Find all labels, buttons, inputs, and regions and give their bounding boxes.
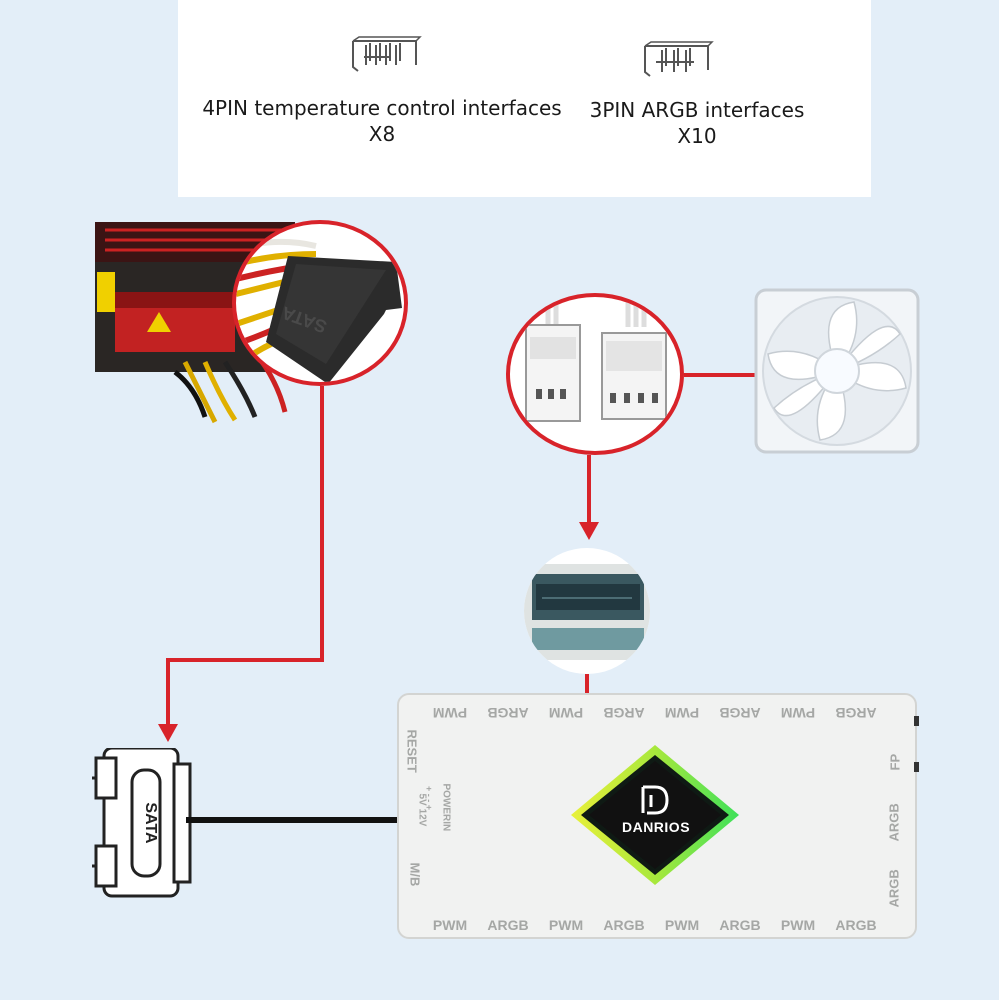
sata-plug-label: SATA: [142, 802, 159, 844]
argb-right-label-1[interactable]: ARGB: [886, 803, 902, 842]
threepin-count: X10: [677, 124, 717, 148]
interfaces-card: 4PIN temperature control interfaces X8 3…: [178, 0, 871, 197]
3pin-connector-icon: [644, 41, 714, 77]
hub-port-connector: [585, 674, 589, 694]
hub-edge-tab-2: [914, 762, 919, 772]
top-port-row: PWM ARGB PWM ARGB PWM ARGB PWM ARGB: [423, 701, 883, 721]
top-port-2[interactable]: ARGB: [487, 705, 529, 721]
fan-connectors-image: [525, 297, 667, 422]
bottom-port-4[interactable]: ARGB: [603, 917, 645, 933]
sata-connector-zoom: SATA: [232, 220, 408, 386]
top-port-8[interactable]: ARGB: [835, 705, 877, 721]
bottom-port-7[interactable]: PWM: [780, 917, 816, 933]
power-polarity-label: + - - +: [424, 786, 434, 811]
fan-hub-controller: PWM ARGB PWM ARGB PWM ARGB PWM ARGB PWM …: [397, 693, 917, 939]
top-port-5[interactable]: PWM: [664, 705, 700, 721]
fourpin-count: X8: [368, 122, 396, 146]
bottom-port-1[interactable]: PWM: [432, 917, 468, 933]
bottom-port-5[interactable]: PWM: [664, 917, 700, 933]
danrios-logo-icon: [641, 785, 669, 815]
top-port-4[interactable]: ARGB: [603, 705, 645, 721]
hub-edge-tab-1: [914, 716, 919, 726]
fan-connectors-zoom: [506, 293, 684, 455]
hub-port-image: [524, 564, 650, 660]
bottom-port-2[interactable]: ARGB: [487, 917, 529, 933]
fourpin-title: 4PIN temperature control interfaces: [202, 96, 562, 120]
reset-label[interactable]: RESET: [404, 729, 420, 773]
sata-cable: [186, 817, 398, 823]
fp-label[interactable]: FP: [887, 753, 903, 771]
bottom-port-6[interactable]: ARGB: [719, 917, 761, 933]
fan-arrow-vertical: [587, 455, 591, 527]
hub-led-diamond: [475, 745, 833, 885]
powerin-label: POWERIN: [440, 783, 452, 832]
argb-right-label-2[interactable]: ARGB: [886, 869, 902, 908]
psu-arrow-vertical: [320, 386, 324, 662]
mb-label[interactable]: M/B: [407, 862, 423, 887]
top-port-6[interactable]: ARGB: [719, 705, 761, 721]
top-port-1[interactable]: PWM: [432, 705, 468, 721]
hub-port-zoom: [524, 548, 650, 674]
psu-arrow-down: [166, 658, 170, 730]
sata-plug-image: SATA: [92, 748, 192, 898]
fan-image: [754, 288, 920, 454]
bottom-port-3[interactable]: PWM: [548, 917, 584, 933]
threepin-interface-label: 3PIN ARGB interfaces X10: [582, 97, 812, 149]
threepin-title: 3PIN ARGB interfaces: [589, 98, 805, 122]
top-port-3[interactable]: PWM: [548, 705, 584, 721]
bottom-port-row: PWM ARGB PWM ARGB PWM ARGB PWM ARGB: [423, 917, 883, 937]
fan-arrow-horizontal: [684, 373, 756, 377]
top-port-7[interactable]: PWM: [780, 705, 816, 721]
4pin-connector-icon: [352, 36, 422, 72]
fan-arrow-head: [579, 522, 599, 540]
psu-arrow-head: [158, 724, 178, 742]
psu-arrow-horizontal: [166, 658, 324, 662]
brand-name: DANRIOS: [621, 819, 691, 835]
fourpin-interface-label: 4PIN temperature control interfaces X8: [192, 95, 572, 147]
bottom-port-8[interactable]: ARGB: [835, 917, 877, 933]
sata-connector-image: SATA: [236, 238, 402, 382]
